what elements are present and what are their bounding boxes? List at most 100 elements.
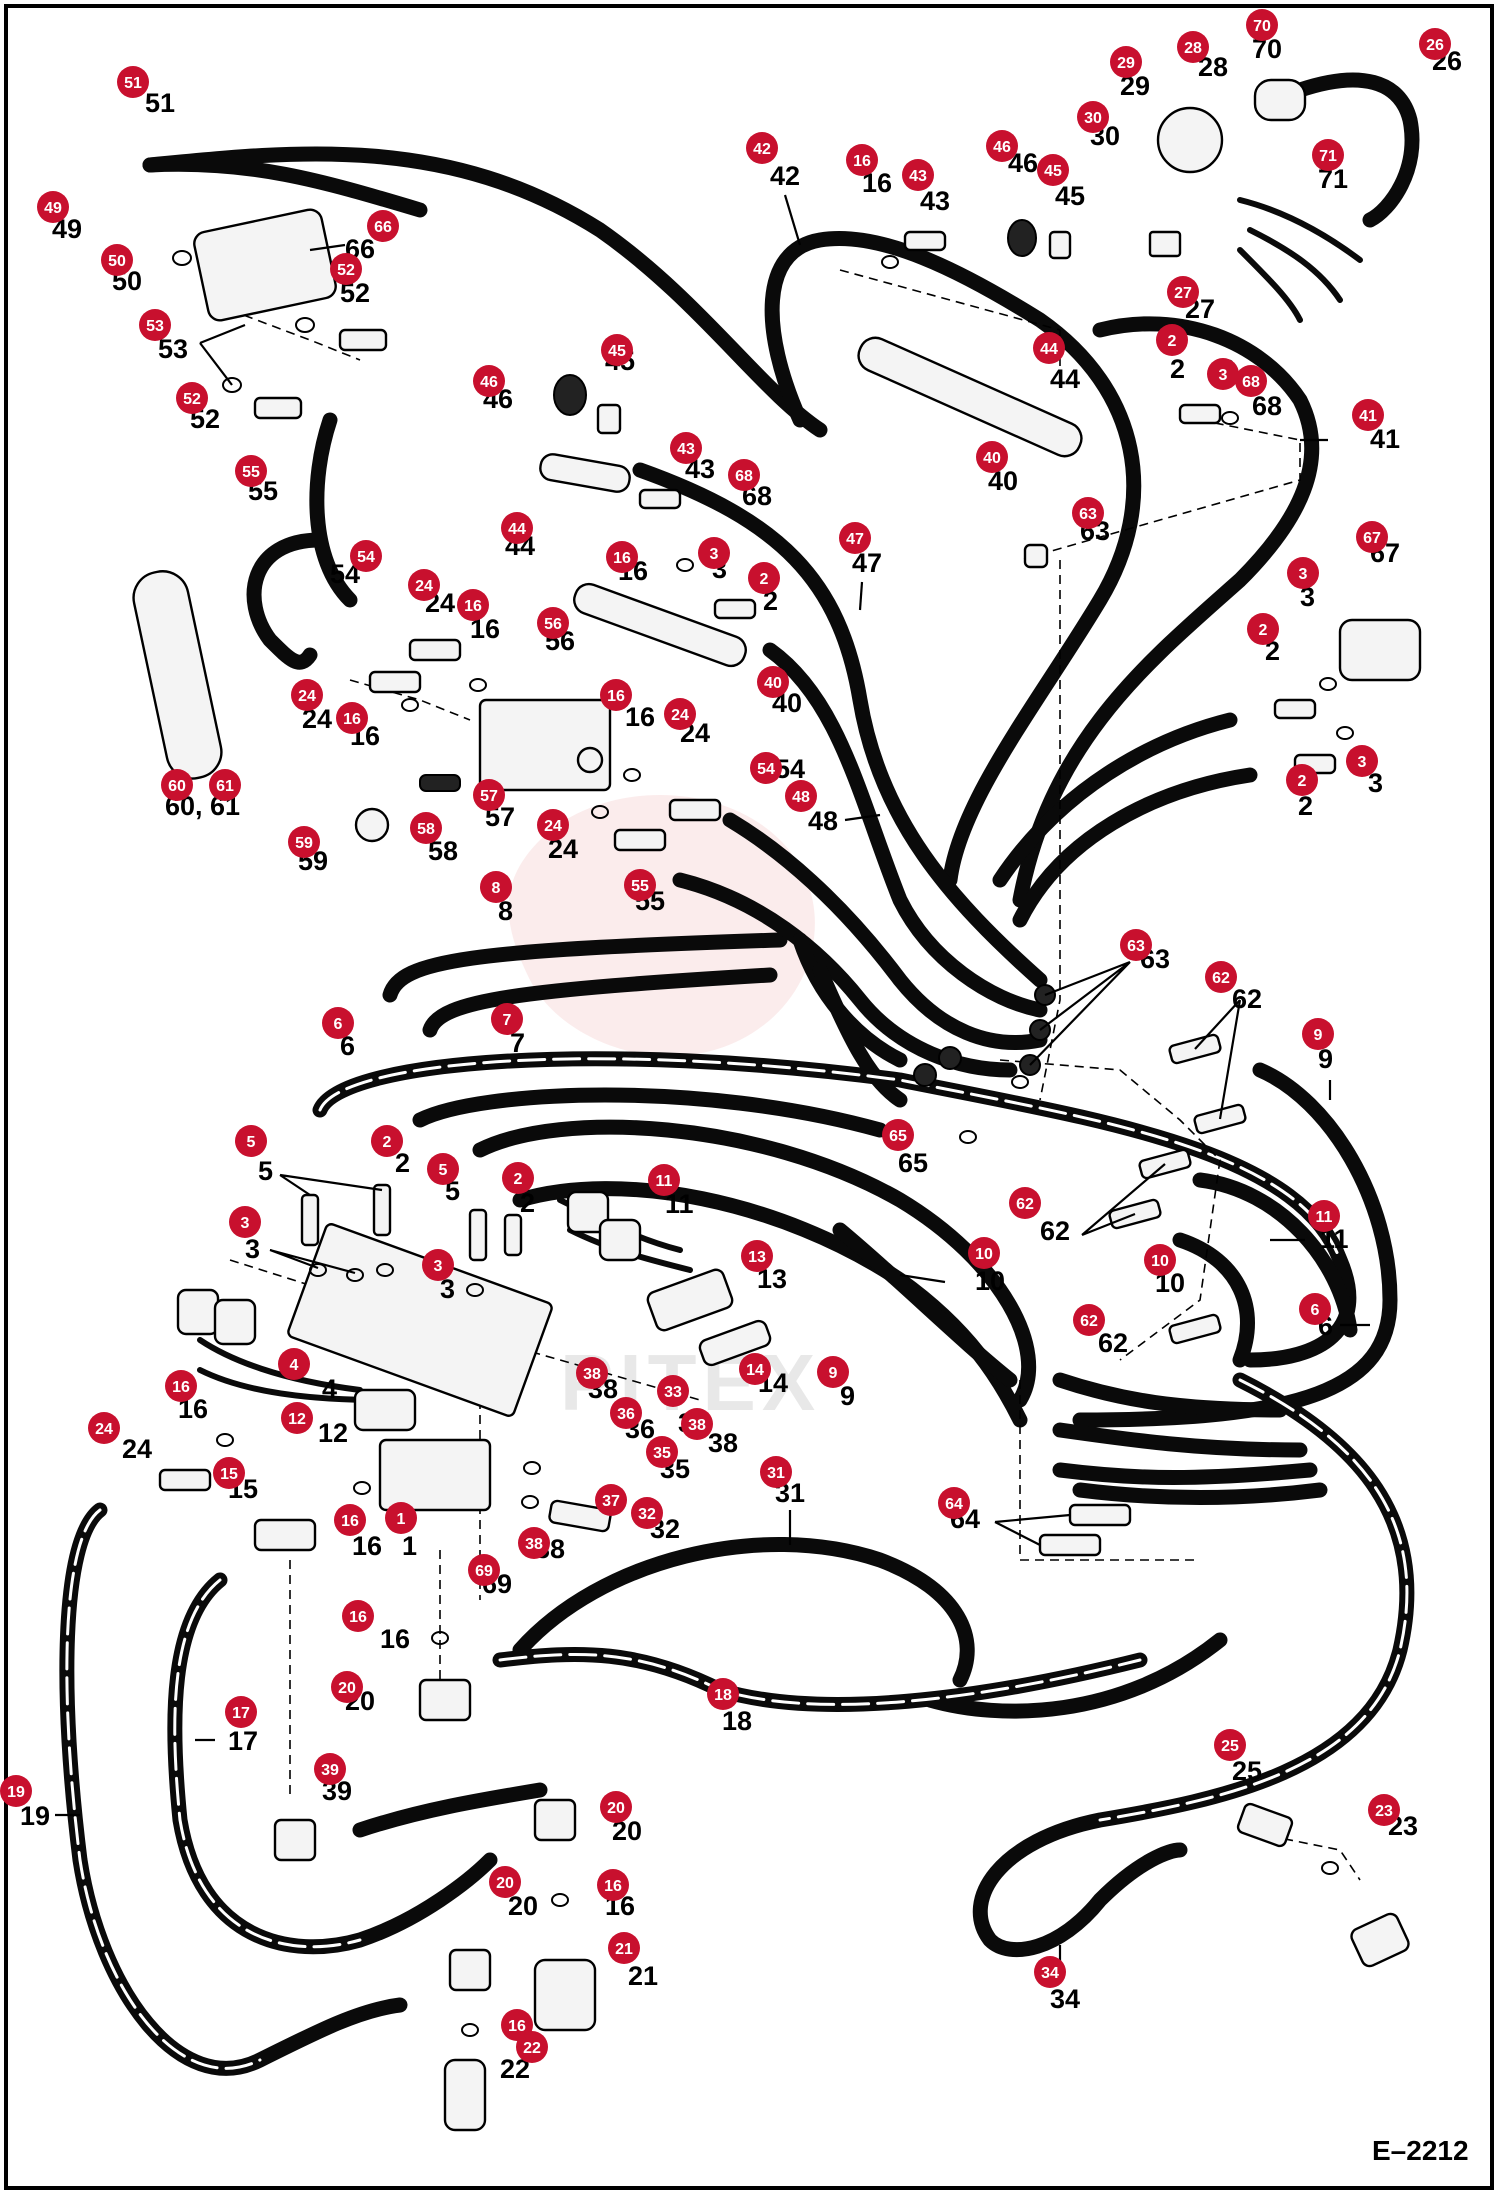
callout-marker[interactable]: 52: [330, 253, 362, 285]
callout-marker[interactable]: 46: [473, 365, 505, 397]
callout-marker[interactable]: 11: [648, 1164, 680, 1196]
callout-marker[interactable]: 16: [336, 702, 368, 734]
callout-marker[interactable]: 41: [1352, 399, 1384, 431]
callout-marker[interactable]: 70: [1246, 9, 1278, 41]
callout-marker[interactable]: 3: [1346, 745, 1378, 777]
callout-marker[interactable]: 67: [1356, 521, 1388, 553]
callout-marker[interactable]: 35: [646, 1436, 678, 1468]
callout-marker[interactable]: 24: [408, 569, 440, 601]
callout-marker[interactable]: 7: [491, 1003, 523, 1035]
callout-marker[interactable]: 68: [1235, 365, 1267, 397]
callout-marker[interactable]: 69: [468, 1554, 500, 1586]
callout-marker[interactable]: 43: [670, 432, 702, 464]
callout-marker[interactable]: 68: [728, 459, 760, 491]
callout-marker[interactable]: 71: [1312, 139, 1344, 171]
callout-marker[interactable]: 20: [489, 1866, 521, 1898]
callout-marker[interactable]: 32: [631, 1497, 663, 1529]
callout-marker[interactable]: 38: [681, 1408, 713, 1440]
callout-marker[interactable]: 36: [610, 1397, 642, 1429]
callout-marker[interactable]: 3: [698, 537, 730, 569]
callout-marker[interactable]: 13: [741, 1240, 773, 1272]
callout-marker[interactable]: 24: [88, 1412, 120, 1444]
callout-marker[interactable]: 16: [606, 541, 638, 573]
callout-marker[interactable]: 58: [410, 812, 442, 844]
callout-marker[interactable]: 23: [1368, 1794, 1400, 1826]
callout-marker[interactable]: 24: [291, 679, 323, 711]
callout-marker[interactable]: 62: [1073, 1304, 1105, 1336]
callout-marker[interactable]: 20: [331, 1671, 363, 1703]
callout-marker[interactable]: 54: [750, 752, 782, 784]
callout-marker[interactable]: 31: [760, 1456, 792, 1488]
callout-marker[interactable]: 2: [371, 1125, 403, 1157]
callout-marker[interactable]: 17: [225, 1696, 257, 1728]
callout-marker[interactable]: 25: [1214, 1729, 1246, 1761]
callout-marker[interactable]: 64: [938, 1487, 970, 1519]
callout-marker[interactable]: 3: [1287, 557, 1319, 589]
callout-marker[interactable]: 2: [748, 562, 780, 594]
callout-marker[interactable]: 14: [739, 1353, 771, 1385]
callout-marker[interactable]: 59: [288, 826, 320, 858]
callout-marker[interactable]: 28: [1177, 31, 1209, 63]
callout-marker[interactable]: 3: [229, 1206, 261, 1238]
callout-marker[interactable]: 51: [117, 66, 149, 98]
callout-marker[interactable]: 15: [213, 1457, 245, 1489]
callout-marker[interactable]: 2: [502, 1162, 534, 1194]
callout-marker[interactable]: 11: [1308, 1200, 1340, 1232]
callout-marker[interactable]: 47: [839, 522, 871, 554]
callout-marker[interactable]: 20: [600, 1791, 632, 1823]
callout-marker[interactable]: 21: [608, 1932, 640, 1964]
callout-marker[interactable]: 55: [235, 455, 267, 487]
callout-marker[interactable]: 3: [1207, 358, 1239, 390]
callout-marker[interactable]: 2: [1156, 324, 1188, 356]
callout-marker[interactable]: 45: [1037, 154, 1069, 186]
callout-marker[interactable]: 24: [537, 809, 569, 841]
callout-marker[interactable]: 52: [176, 382, 208, 414]
callout-marker[interactable]: 40: [757, 666, 789, 698]
callout-marker[interactable]: 1: [385, 1502, 417, 1534]
callout-marker[interactable]: 16: [846, 144, 878, 176]
callout-marker[interactable]: 16: [600, 679, 632, 711]
callout-marker[interactable]: 54: [350, 540, 382, 572]
callout-marker[interactable]: 9: [817, 1356, 849, 1388]
callout-marker[interactable]: 6: [322, 1007, 354, 1039]
callout-marker[interactable]: 37: [595, 1484, 627, 1516]
callout-marker[interactable]: 56: [537, 607, 569, 639]
callout-marker[interactable]: 10: [968, 1237, 1000, 1269]
callout-marker[interactable]: 16: [334, 1504, 366, 1536]
callout-marker[interactable]: 63: [1120, 929, 1152, 961]
callout-marker[interactable]: 48: [785, 780, 817, 812]
callout-marker[interactable]: 6: [1299, 1293, 1331, 1325]
callout-marker[interactable]: 19: [0, 1775, 32, 1807]
callout-marker[interactable]: 44: [1033, 332, 1065, 364]
callout-marker[interactable]: 65: [882, 1119, 914, 1151]
callout-marker[interactable]: 16: [342, 1600, 374, 1632]
callout-marker[interactable]: 42: [746, 132, 778, 164]
callout-marker[interactable]: 46: [986, 130, 1018, 162]
callout-marker[interactable]: 62: [1205, 961, 1237, 993]
callout-marker[interactable]: 63: [1072, 497, 1104, 529]
callout-marker[interactable]: 61: [209, 769, 241, 801]
callout-marker[interactable]: 2: [1247, 613, 1279, 645]
callout-marker[interactable]: 8: [480, 871, 512, 903]
callout-marker[interactable]: 16: [457, 589, 489, 621]
callout-marker[interactable]: 27: [1167, 276, 1199, 308]
callout-marker[interactable]: 50: [101, 244, 133, 276]
callout-marker[interactable]: 29: [1110, 46, 1142, 78]
callout-marker[interactable]: 22: [516, 2031, 548, 2063]
callout-marker[interactable]: 24: [664, 698, 696, 730]
callout-marker[interactable]: 9: [1302, 1018, 1334, 1050]
callout-marker[interactable]: 33: [657, 1375, 689, 1407]
callout-marker[interactable]: 62: [1009, 1187, 1041, 1219]
callout-marker[interactable]: 10: [1144, 1244, 1176, 1276]
callout-marker[interactable]: 3: [422, 1249, 454, 1281]
callout-marker[interactable]: 43: [902, 159, 934, 191]
callout-marker[interactable]: 60: [161, 769, 193, 801]
callout-marker[interactable]: 12: [281, 1402, 313, 1434]
callout-marker[interactable]: 18: [707, 1678, 739, 1710]
callout-marker[interactable]: 26: [1419, 28, 1451, 60]
callout-marker[interactable]: 44: [501, 512, 533, 544]
callout-marker[interactable]: 38: [518, 1527, 550, 1559]
callout-marker[interactable]: 53: [139, 309, 171, 341]
callout-marker[interactable]: 16: [597, 1869, 629, 1901]
callout-marker[interactable]: 34: [1034, 1956, 1066, 1988]
